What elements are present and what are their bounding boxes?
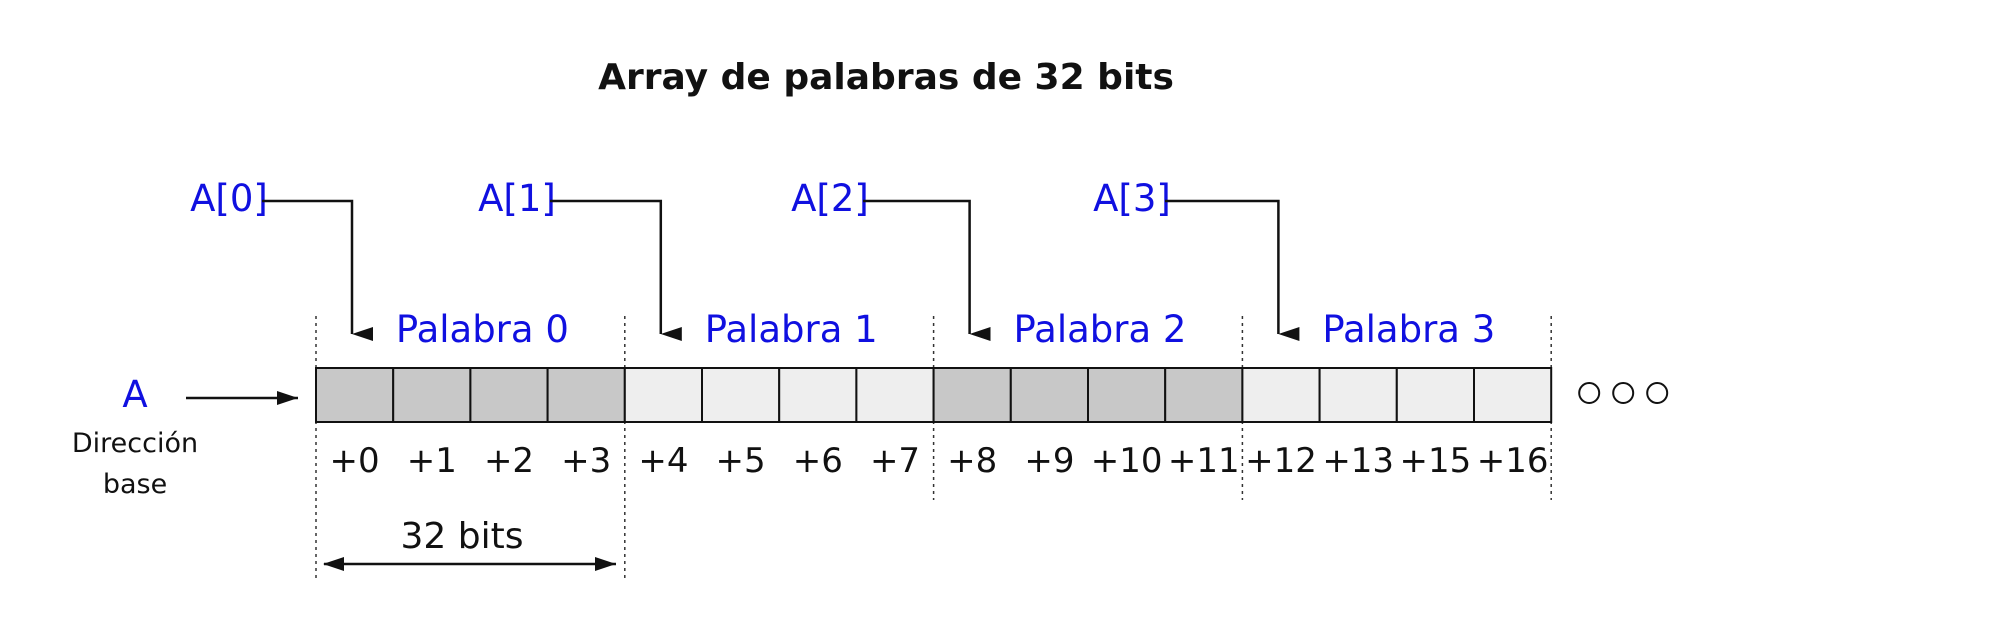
ellipsis-dot [1612, 382, 1635, 404]
byte-cell [701, 367, 781, 423]
byte-offset-label: +16 [1477, 441, 1549, 481]
byte-cell [1241, 367, 1321, 423]
byte-cell [1087, 367, 1167, 423]
byte-offset-label: +10 [1091, 441, 1163, 481]
byte-cell [1395, 367, 1476, 423]
byte-offset-label: +12 [1245, 441, 1317, 481]
byte-offset-label: +3 [561, 441, 611, 481]
byte-cell [1009, 367, 1089, 423]
byte-cell [469, 367, 549, 423]
word-label: Palabra 0 [396, 308, 569, 351]
byte-cell [1318, 367, 1398, 423]
word-label: Palabra 1 [705, 308, 878, 351]
base-address-caption-line2: base [103, 469, 167, 500]
word-label: Palabra 3 [1322, 308, 1495, 351]
byte-cell [315, 367, 395, 423]
pointer-layer: A[0] A[1] A[2] A[3] [190, 177, 1300, 341]
byte-cell [778, 367, 858, 423]
byte-cell [932, 367, 1012, 423]
pointer-arrow [550, 199, 682, 341]
continuation-ellipsis [1578, 382, 1669, 404]
byte-offset-label: +2 [484, 441, 534, 481]
byte-cell [855, 367, 935, 423]
byte-offset-label: +11 [1168, 441, 1240, 481]
pointer-arrow [1165, 199, 1300, 341]
byte-offset-label: +5 [716, 441, 766, 481]
byte-offset-label: +15 [1400, 441, 1472, 481]
ellipsis-dot [1646, 382, 1669, 404]
byte-offset-label: +13 [1322, 441, 1394, 481]
pointer-arrow [262, 199, 373, 341]
base-address-label: A [122, 373, 147, 416]
byte-cell [392, 367, 472, 423]
ellipsis-dot [1578, 382, 1601, 404]
base-address-caption-line1: Dirección [72, 428, 198, 459]
byte-offset-label: +4 [638, 441, 688, 481]
byte-cell [623, 367, 703, 423]
pointer-arrow [863, 199, 991, 341]
byte-cells [315, 367, 1553, 423]
byte-cell [1164, 367, 1244, 423]
pointer-label: A[3] [1093, 177, 1171, 220]
byte-cell [546, 367, 626, 423]
byte-offset-label: +0 [330, 441, 380, 481]
byte-offset-label: +6 [793, 441, 843, 481]
byte-offsets: +0 +1 +2 +3 +4 +5 +6 +7 +8 +9 +10+11+12+13+15+16 [330, 441, 1549, 481]
word-width-label: 32 bits [401, 516, 524, 557]
byte-offset-label: +9 [1024, 441, 1074, 481]
word-labels: Palabra 0 Palabra 1 Palabra 2 Palabra 3 [396, 308, 1495, 351]
pointer-label: A[0] [190, 177, 268, 220]
byte-offset-label: +8 [947, 441, 997, 481]
pointer-label: A[2] [791, 177, 869, 220]
pointer-label: A[1] [478, 177, 556, 220]
byte-offset-label: +1 [407, 441, 457, 481]
byte-cell [1473, 367, 1553, 423]
diagram-title: Array de palabras de 32 bits [598, 57, 1174, 98]
word-label: Palabra 2 [1014, 308, 1187, 351]
byte-offset-label: +7 [870, 441, 920, 481]
